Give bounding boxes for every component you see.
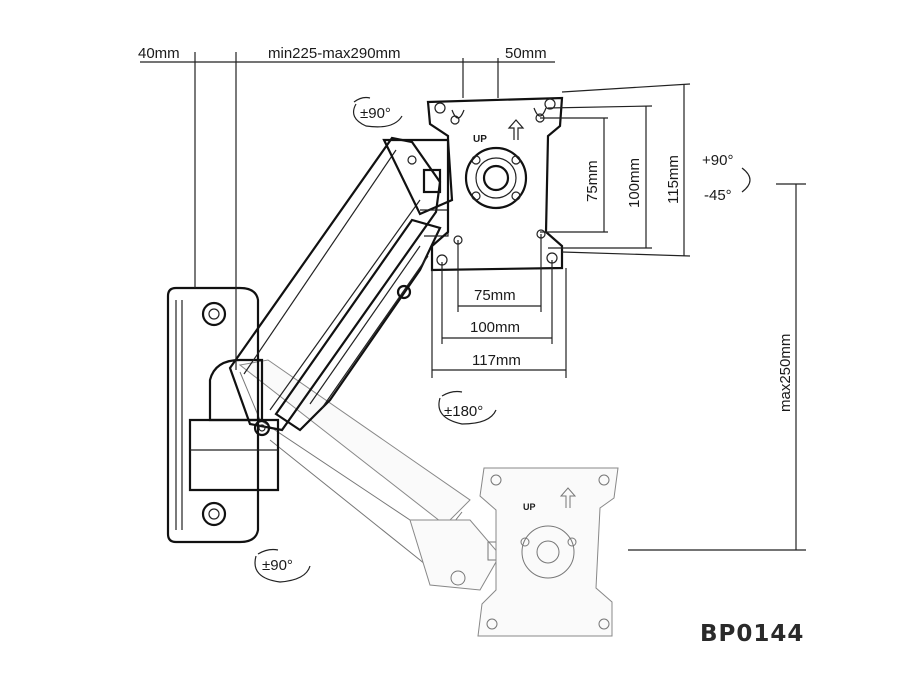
arm-reach-label: min225-max290mm <box>268 45 401 62</box>
gas-spring-arm <box>228 136 454 437</box>
up-label: UP <box>473 134 487 145</box>
plate-height-label: 115mm <box>665 155 682 204</box>
vesa-v-large-label: 100mm <box>626 158 643 208</box>
vesa-plate <box>426 96 564 272</box>
vesa-h-large-label: 100mm <box>470 319 520 336</box>
dimension-lines <box>140 52 806 551</box>
height-range-label: max250mm <box>777 334 794 412</box>
tilt-up-label: +90° <box>702 152 733 169</box>
up-arrow-icon <box>507 119 525 140</box>
vesa-v-small-label: 75mm <box>584 160 601 202</box>
wall-offset-label: 40mm <box>138 45 180 62</box>
swivel-top-label: ±90° <box>360 105 391 122</box>
vesa-h-small-label: 75mm <box>474 287 516 304</box>
wall-plate <box>166 286 280 544</box>
rotation-marker-tilt <box>741 167 751 193</box>
plate-offset-label: 50mm <box>505 45 547 62</box>
ghost-up-label: UP <box>523 502 536 512</box>
rotation-marker-rotate <box>438 390 497 425</box>
model-number: BP0144 <box>700 621 804 647</box>
tilt-down-label: -45° <box>704 187 732 204</box>
swivel-base-label: ±90° <box>262 557 293 574</box>
ghost-arm <box>238 359 501 591</box>
plate-width-label: 117mm <box>472 352 521 369</box>
rotate-label: ±180° <box>444 403 483 420</box>
ghost-plate <box>477 467 619 637</box>
rotation-marker-swivel-top <box>353 96 403 128</box>
rotation-marker-swivel-base <box>254 548 311 583</box>
